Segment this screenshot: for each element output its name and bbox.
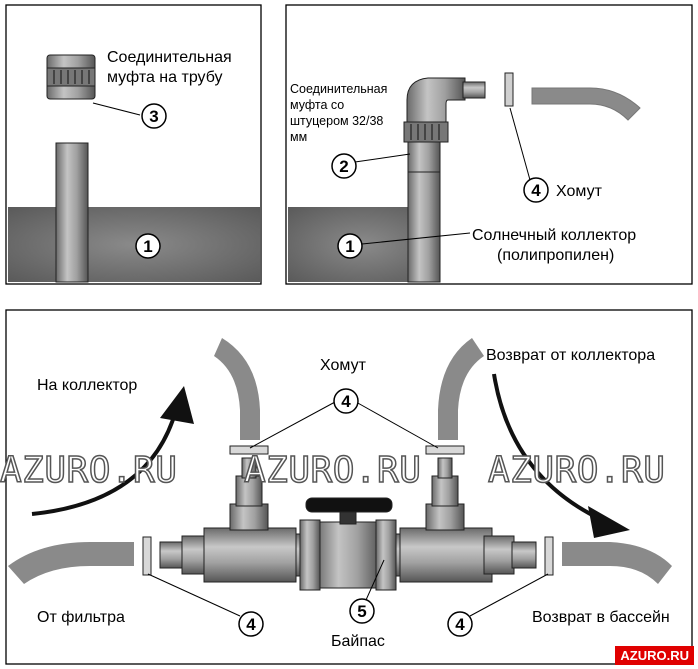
badge-circle-4-right [447,611,473,637]
clamp-label-bottom: Хомут [320,357,366,374]
return-from-collector-label: Возврат от коллектора [486,347,656,364]
arrow-from-collector [492,373,603,522]
collector-label-1: Солнечный коллектор [472,227,637,244]
badge-circle-3 [141,103,167,129]
badge-circle-1-left [135,233,161,259]
panel-bottom [5,309,693,665]
panel-top-right [285,4,693,285]
badge-1-left: 1 [143,237,152,256]
clamp-left [142,536,152,576]
badge-4-left: 4 [246,615,256,634]
hose-upper-left [214,338,260,440]
fitting-label-3: штуцером 32/38 [290,114,384,128]
hose-from-filter [8,542,134,584]
coupling-label-1: Соединительная [107,49,232,66]
from-filter-label: От фильтра [37,609,125,626]
badge-4-right: 4 [455,615,465,634]
watermark-2: AZURO.RU [243,449,422,492]
collector-label-2: (полипропилен) [497,247,615,264]
arrowhead-from-collector [588,506,630,538]
bypass-label: Байпас [331,633,385,650]
site-badge: AZURO.RU [615,646,694,665]
badge-circle-2 [331,153,357,179]
coupling-label-2: муфта на трубу [107,69,223,86]
hose-to-pool [562,542,672,584]
bypass-assembly [159,457,537,591]
clamp-upper-left [229,445,269,455]
badge-1-right: 1 [345,237,354,256]
badge-circle-5 [349,598,375,624]
clamp-right [544,536,554,576]
badge-circle-4-left [238,611,264,637]
pipe-right [407,171,441,283]
badge-circle-4-mid [333,388,359,414]
hose-top [531,87,641,121]
elbow-fitting [403,77,486,173]
badge-3: 3 [149,107,158,126]
badge-circle-4-top [523,177,549,203]
badge-5: 5 [357,602,366,621]
clamp-upper-right [425,445,465,455]
return-to-pool-label: Возврат в бассейн [532,609,670,626]
hose-upper-right [438,338,484,440]
clamp-top [504,72,514,107]
fitting-label-4: мм [290,130,308,144]
fitting-label-1: Соединительная [290,82,388,96]
fitting-label-2: муфта со [290,98,345,112]
badge-2: 2 [339,157,348,176]
watermark-3: AZURO.RU [487,449,666,492]
panel-top-left [5,4,262,285]
badge-4-mid: 4 [341,392,351,411]
collector-block-left [8,207,260,282]
badge-circle-1-right [337,233,363,259]
to-collector-label: На коллектор [37,377,138,394]
arrowhead-to-collector [160,386,194,424]
pipe-left [55,142,89,283]
arrow-to-collector [31,409,178,516]
clamp-label-top: Хомут [556,183,602,200]
coupling-part [46,54,96,100]
badge-4-top: 4 [531,181,541,200]
watermark-1: AZURO.RU [0,449,178,492]
